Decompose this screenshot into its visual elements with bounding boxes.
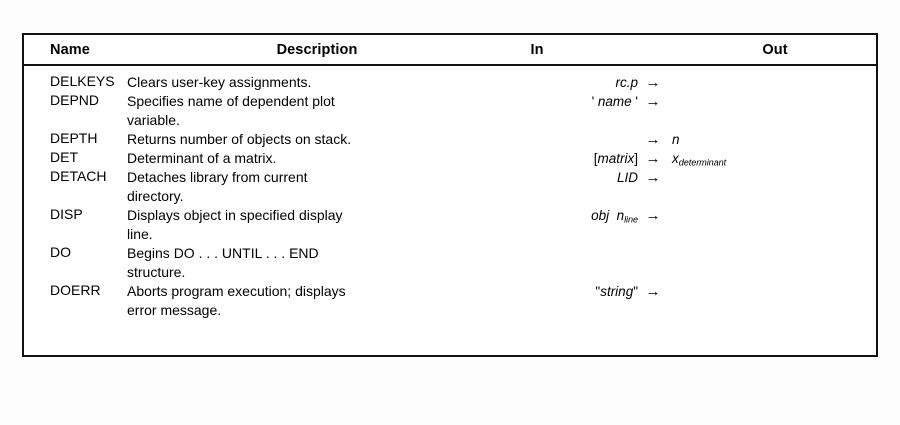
cell-description: Detaches library from current directory. <box>127 168 457 206</box>
cell-description: Begins DO . . . UNTIL . . . END structure… <box>127 244 457 282</box>
table-row: DISP Displays object in specified display… <box>24 206 876 244</box>
stack-input-arguments: "string" <box>595 284 638 299</box>
cell-stack-diagram: rc.p → <box>444 73 844 92</box>
cell-stack-diagram: ' name ' → <box>444 92 844 111</box>
cell-command-name: DEPND <box>50 92 100 108</box>
table-row: DOERR Aborts program execution; displays e… <box>24 282 876 320</box>
column-header-description: Description <box>276 42 358 58</box>
table-row: DEPTH Returns number of objects on stack.… <box>24 130 876 149</box>
cell-stack-diagram: "string" → <box>444 282 844 301</box>
table-row: DETACH Detaches library from current direc… <box>24 168 876 206</box>
cell-description: Specifies name of dependent plot variable… <box>127 92 457 130</box>
description-line: variable. <box>127 112 180 128</box>
column-header-out: Out <box>762 42 788 58</box>
cell-command-name: DELKEYS <box>50 73 115 89</box>
stack-arrow-icon: → <box>645 131 661 148</box>
cell-command-name: DEPTH <box>50 130 98 146</box>
cell-description: Returns number of objects on stack. <box>127 130 457 149</box>
description-line: Begins DO . . . UNTIL . . . END <box>127 245 319 261</box>
table-row: DET Determinant of a matrix. [matrix] → xdet… <box>24 149 876 168</box>
cell-command-name: DETACH <box>50 168 107 184</box>
stack-input-arguments: [matrix] <box>593 151 638 166</box>
table-row: DO Begins DO . . . UNTIL . . . END structu… <box>24 244 876 282</box>
stack-arrow-icon: → <box>645 93 661 110</box>
description-line: Returns number of objects on stack. <box>127 131 352 147</box>
column-header-name: Name <box>50 42 90 58</box>
cell-description: Clears user-key assignments. <box>127 73 457 92</box>
table-body: DELKEYS Clears user-key assignments. rc.p →… <box>24 66 876 320</box>
description-line: directory. <box>127 188 184 204</box>
command-reference-table: Name Description In Out DELKEYS Clears us… <box>22 33 878 357</box>
stack-arrow-icon: → <box>645 74 661 91</box>
cell-command-name: DET <box>50 149 78 165</box>
stack-arrow-icon: → <box>645 207 661 224</box>
description-line: line. <box>127 226 153 242</box>
stack-input-arguments: LID <box>616 170 638 185</box>
stack-arrow-icon: → <box>645 169 661 186</box>
table-row: DELKEYS Clears user-key assignments. rc.p → <box>24 73 876 92</box>
cell-stack-diagram: [matrix] → xdeterminant <box>444 149 844 168</box>
cell-command-name: DISP <box>50 206 83 222</box>
stack-input-arguments: obj nline <box>591 208 638 225</box>
description-line: Aborts program execution; displays <box>127 283 346 299</box>
cell-stack-diagram: obj nline → <box>444 206 844 225</box>
stack-arrow-icon: → <box>645 283 661 300</box>
description-line: error message. <box>127 302 222 318</box>
cell-description: Displays object in specified display line… <box>127 206 457 244</box>
description-line: Detaches library from current <box>127 169 308 185</box>
description-line: Displays object in specified display <box>127 207 343 223</box>
stack-input-arguments: ' name ' <box>591 94 638 109</box>
stack-arrow-icon: → <box>645 150 661 167</box>
stack-input-arguments: rc.p <box>615 75 638 90</box>
cell-description: Aborts program execution; displays error … <box>127 282 457 320</box>
description-line: structure. <box>127 264 186 280</box>
description-line: Specifies name of dependent plot <box>127 93 335 109</box>
table-row: DEPND Specifies name of dependent plot var… <box>24 92 876 130</box>
cell-command-name: DOERR <box>50 282 101 298</box>
table-header-row: Name Description In Out <box>24 35 876 66</box>
cell-command-name: DO <box>50 244 71 260</box>
column-header-in: In <box>530 42 544 58</box>
cell-stack-diagram: LID → <box>444 168 844 187</box>
description-line: Determinant of a matrix. <box>127 150 277 166</box>
cell-stack-diagram: →n <box>444 130 844 149</box>
description-line: Clears user-key assignments. <box>127 74 312 90</box>
stack-output-results: n <box>672 132 680 147</box>
stack-output-results: xdeterminant <box>672 151 727 168</box>
cell-description: Determinant of a matrix. <box>127 149 457 168</box>
